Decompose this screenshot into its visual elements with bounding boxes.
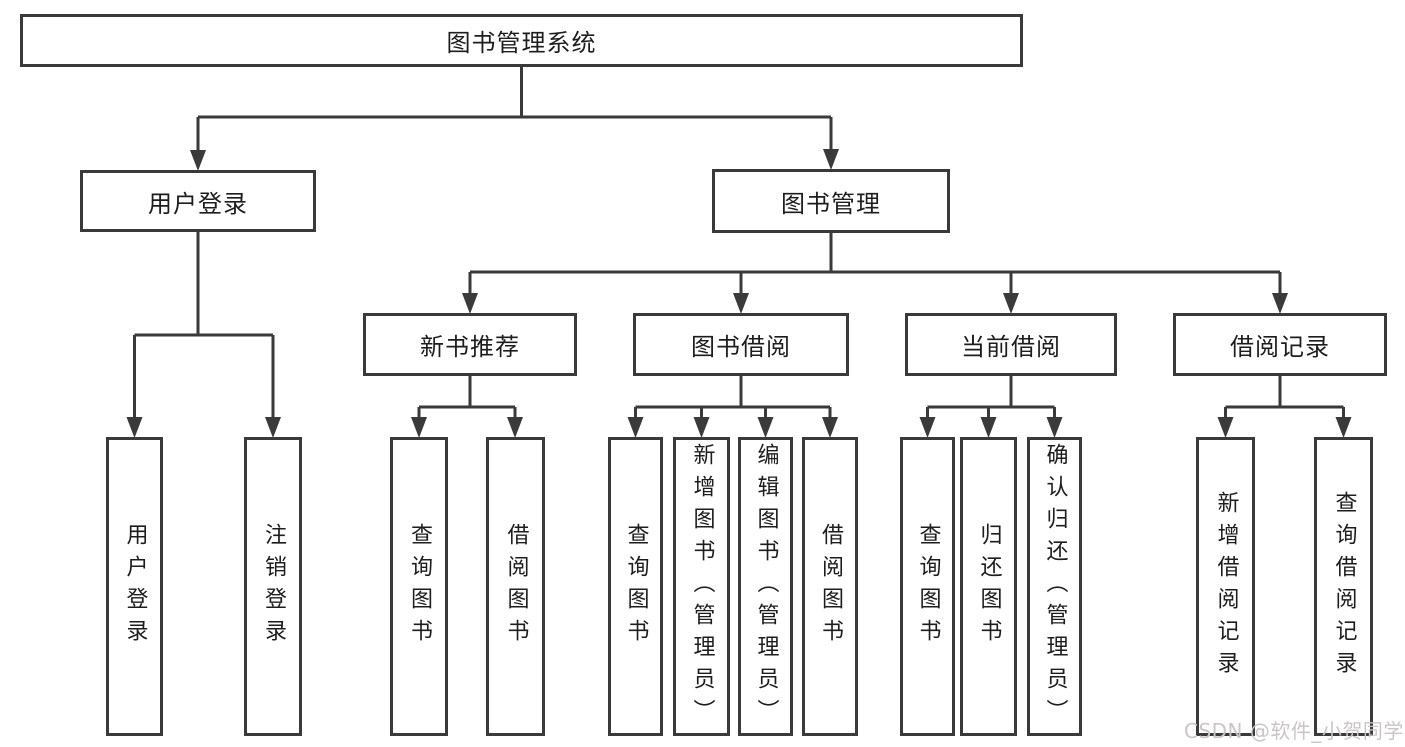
node-book-management: 图书管理: [712, 169, 950, 233]
leaf-user-login: 用户登录: [106, 437, 163, 736]
leaf-borrowing-borrow-books: 借阅图书: [802, 437, 858, 736]
node-library-system-root: 图书管理系统: [20, 14, 1023, 67]
node-user-login: 用户登录: [80, 170, 316, 232]
leaf-recommend-borrow-books: 借阅图书: [486, 437, 545, 736]
leaf-current-query-books: 查询图书: [900, 437, 955, 736]
leaf-recommend-query-books: 查询图书: [390, 437, 448, 736]
leaf-current-return-books: 归还图书: [960, 437, 1017, 736]
node-new-book-recommend: 新书推荐: [363, 313, 577, 376]
arrowhead-icons: [126, 149, 1352, 438]
leaf-records-add-borrow-record: 新增借阅记录: [1196, 437, 1255, 736]
node-borrowing-records: 借阅记录: [1173, 313, 1387, 376]
leaf-logout: 注销登录: [244, 437, 302, 736]
csdn-watermark: CSDN @软件_小贺同学: [1184, 719, 1404, 743]
leaf-borrowing-add-books-admin: 新增图书（管理员）: [673, 437, 730, 736]
leaf-borrowing-query-books: 查询图书: [608, 437, 663, 736]
leaf-current-confirm-return-admin: 确认归还（管理员）: [1027, 437, 1082, 736]
leaf-borrowing-edit-books-admin: 编辑图书（管理员）: [738, 437, 793, 736]
leaf-records-query-borrow-record: 查询借阅记录: [1314, 437, 1373, 736]
node-book-borrowing: 图书借阅: [633, 313, 849, 376]
node-current-borrowing: 当前借阅: [905, 313, 1117, 376]
